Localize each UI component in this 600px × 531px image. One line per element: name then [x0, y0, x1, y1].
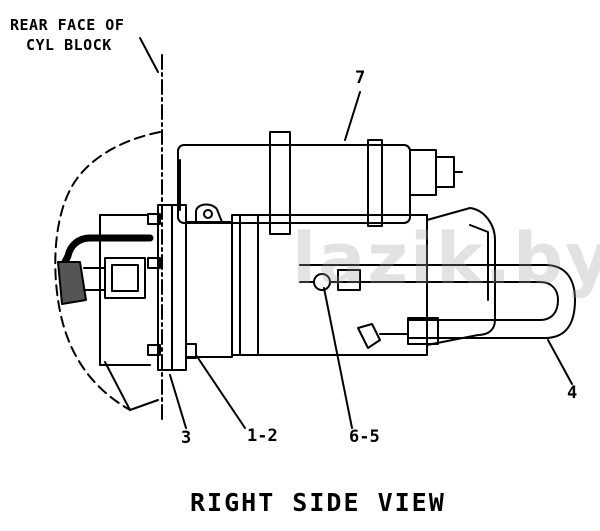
rear-face-label-line1: REAR FACE OF: [10, 16, 125, 34]
harness-connector: [57, 261, 87, 305]
bracket-bolt: [313, 273, 331, 291]
callout-1-2: 1-2: [247, 426, 278, 446]
leader-6-5: [323, 287, 353, 429]
callout-3: 3: [181, 428, 192, 448]
end-housing-cap: [469, 224, 489, 301]
bracket-clip: [337, 269, 361, 291]
leader-1-2: [195, 354, 246, 429]
leader-7: [344, 91, 361, 141]
block-lower-edge: [104, 361, 159, 411]
bracket-fitting: [357, 323, 381, 349]
view-title: RIGHT SIDE VIEW: [190, 488, 446, 517]
harness-end: [83, 267, 105, 291]
flange-nut-bottom: [185, 343, 197, 359]
solenoid-clamp-left: [269, 131, 291, 235]
solenoid-clamp-right: [367, 139, 383, 227]
rear-face-leader: [139, 37, 159, 73]
terminal-nut: [435, 156, 455, 188]
flange-plate: [185, 221, 233, 358]
leader-3: [169, 374, 187, 429]
drive-pinion-inner: [111, 264, 139, 292]
solenoid-terminal: [409, 149, 437, 196]
flange-bolt-bottom: [147, 344, 161, 356]
callout-7: 7: [355, 68, 366, 88]
cylinder-block-outline: [54, 131, 161, 411]
drive-pinion: [104, 257, 146, 299]
callout-6-5: 6-5: [349, 427, 380, 447]
motor-ear: [195, 203, 223, 223]
solenoid-body: [177, 144, 411, 224]
u-bracket: [299, 264, 576, 339]
motor-ear-hole: [203, 209, 213, 219]
leader-4: [547, 339, 573, 385]
callout-4: 4: [567, 383, 578, 403]
u-bracket-inner: [299, 281, 559, 321]
harness-hose: [58, 234, 154, 272]
rear-face-label-line2: CYL BLOCK: [26, 36, 112, 54]
bracket-lower-clamp: [407, 317, 439, 345]
flange-bolt-top: [147, 213, 161, 225]
flange-bolt-mid: [147, 257, 161, 269]
